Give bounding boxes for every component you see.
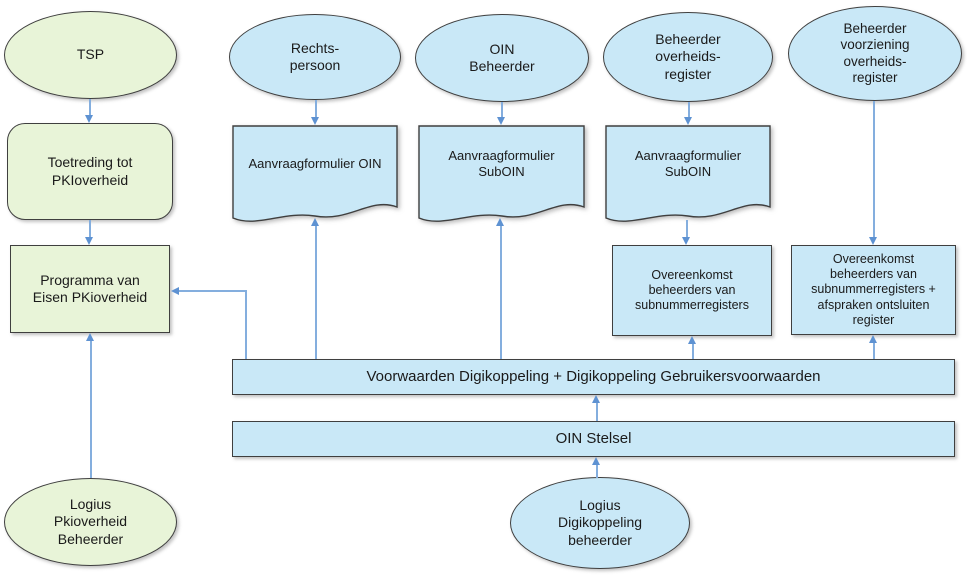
arrowhead-oinstelsel-voorwaarden [592,395,600,403]
programma-box: Programma van Eisen PKioverheid [10,245,170,333]
arrowhead-bar-doc-oin [311,218,319,226]
arrowhead-logiuspki-programma [86,333,94,341]
logius-digikoppeling-label: Logius Digikoppeling beheerder [557,497,643,548]
aanvraagformulier-suboin-label-1: Aanvraagformulier SubOIN [448,148,555,179]
arrowhead-doc-overeenkomst1 [682,237,690,245]
connector-oinbeheerder-doc [501,102,503,118]
connector-bar-programma-run [179,290,246,292]
overeenkomst-label-1: Overeenkomst beheerders van subnummerreg… [635,267,749,313]
overeenkomst-box-2: Overeenkomst beheerders van subnummerreg… [791,245,956,335]
connector-bhr-ovr-doc [688,102,690,118]
aanvraagformulier-oin-doc: Aanvraagformulier OIN [232,125,398,225]
logius-pkioverheid-ellipse: Logius Pkioverheid Beheerder [4,478,177,566]
beheerder-voorziening-label: Beheerder voorziening overheids- registe… [840,20,910,85]
beheerder-overheidsregister-ellipse: Beheerder overheids- register [603,12,773,102]
arrowhead-bhr-ovr-doc [684,117,692,125]
rechtspersoon-label: Rechts- persoon [289,39,341,73]
document-shape [418,125,585,222]
oin-stelsel-label: OIN Stelsel [555,429,632,447]
connector-logiusdigi-oinstelsel [596,465,598,478]
voorwaarden-digikoppeling-bar: Voorwaarden Digikoppeling + Digikoppelin… [232,359,955,395]
aanvraagformulier-suboin-doc-2: Aanvraagformulier SubOIN [605,125,771,225]
connector-doc-overeenkomst1 [686,220,688,238]
beheerder-overheidsregister-label: Beheerder overheids- register [655,31,721,82]
connector-bar-doc-suboin1 [500,226,502,359]
arrowhead-bar-overeenkomst2 [869,335,877,343]
arrowhead-oinbeheerder-doc [497,117,505,125]
aanvraagformulier-oin-label: Aanvraagformulier OIN [248,156,382,172]
connector-bar-programma-riser [245,290,247,359]
overeenkomst-box-1: Overeenkomst beheerders van subnummerreg… [612,245,772,336]
connector-voorziening-overeenkomst2 [873,101,875,238]
tsp-label: TSP [76,46,105,63]
oin-beheerder-ellipse: OIN Beheerder [415,14,589,102]
aanvraagformulier-suboin-doc-1: Aanvraagformulier SubOIN [418,125,585,225]
connector-rechtspersoon-doc [315,100,317,118]
arrowhead-tsp-toetreding [85,115,93,123]
programma-label: Programma van Eisen PKioverheid [32,271,148,305]
connector-bar-overeenkomst1 [692,344,694,359]
document-shape [605,125,771,222]
arrowhead-toetreding-programma [85,237,93,245]
oin-stelsel-bar: OIN Stelsel [232,421,955,457]
connector-bar-overeenkomst2 [873,343,875,359]
logius-pkioverheid-label: Logius Pkioverheid Beheerder [53,496,128,547]
connector-oinstelsel-voorwaarden [596,403,598,421]
toetreding-label: Toetreding tot PKIoverheid [47,154,133,188]
voorwaarden-digikoppeling-label: Voorwaarden Digikoppeling + Digikoppelin… [366,367,821,385]
arrowhead-bar-doc-suboin1 [496,218,504,226]
tsp-ellipse: TSP [4,11,177,99]
toetreding-box: Toetreding tot PKIoverheid [7,123,173,220]
logius-digikoppeling-ellipse: Logius Digikoppeling beheerder [510,477,690,569]
arrowhead-bar-overeenkomst1 [688,336,696,344]
arrowhead-voorziening-overeenkomst2 [869,237,877,245]
document-shape [232,125,398,222]
aanvraagformulier-suboin-label-2: Aanvraagformulier SubOIN [634,148,742,179]
rechtspersoon-ellipse: Rechts- persoon [229,14,401,100]
oin-beheerder-label: OIN Beheerder [469,40,535,74]
connector-logiuspki-programma [90,341,92,478]
arrowhead-logiusdigi-oinstelsel [592,457,600,465]
connector-toetreding-programma [89,220,91,238]
arrowhead-rechtspersoon-doc [311,117,319,125]
overeenkomst-label-2: Overeenkomst beheerders van subnummerreg… [811,251,936,327]
connector-bar-doc-oin [315,226,317,359]
arrowhead-bar-programma [171,287,179,295]
beheerder-voorziening-ellipse: Beheerder voorziening overheids- registe… [788,6,962,101]
connector-tsp-toetreding [89,99,91,117]
